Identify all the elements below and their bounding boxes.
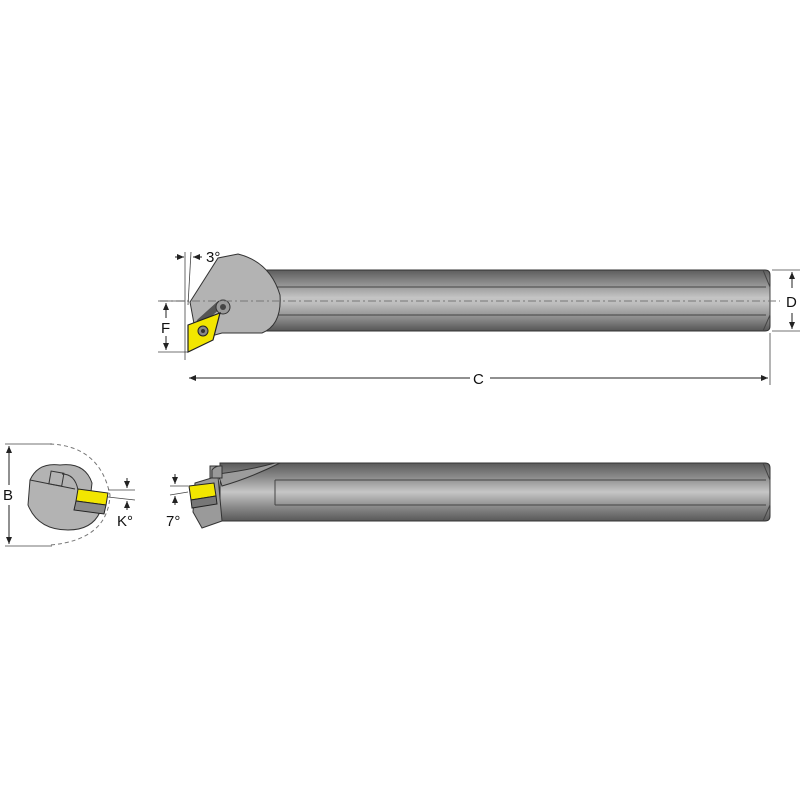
top-view: 3° F D C bbox=[158, 249, 800, 388]
angle-k-label: K° bbox=[117, 513, 133, 530]
end-view: B K° bbox=[3, 443, 136, 547]
dim-c-label: C bbox=[473, 371, 484, 388]
dim-d-label: D bbox=[786, 294, 797, 311]
dim-f-label: F bbox=[161, 320, 170, 337]
side-bar-shank bbox=[219, 462, 771, 522]
angle-7-label: 7° bbox=[166, 513, 180, 530]
dim-b-label: B bbox=[3, 487, 13, 504]
angle-3-label: 3° bbox=[206, 249, 220, 266]
side-view: 7° bbox=[166, 462, 771, 530]
